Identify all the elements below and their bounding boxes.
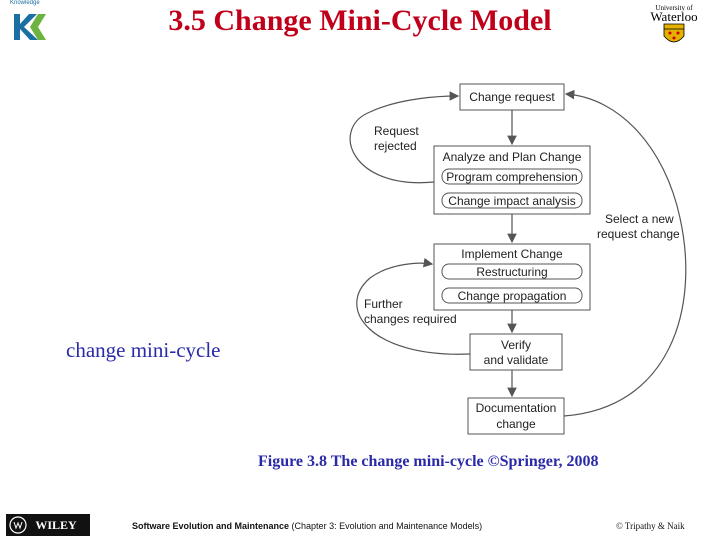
verify-label-line1: Verify <box>501 338 531 352</box>
further-changes-line2: changes required <box>364 312 457 326</box>
footer-book-title: Software Evolution and Maintenance <box>132 521 290 531</box>
footer-book-info: Software Evolution and Maintenance (Chap… <box>132 521 482 531</box>
documentation-change-box: Documentation change <box>467 397 565 435</box>
further-changes-line1: Further <box>364 297 403 311</box>
analyze-plan-label: Analyze and Plan Change <box>443 150 582 164</box>
program-comprehension-pill <box>441 168 583 185</box>
university-waterloo-logo: University of Waterloo <box>650 4 698 43</box>
wiley-logo-text: WILEY <box>35 518 77 532</box>
change-propagation-pill <box>441 287 583 304</box>
change-impact-analysis-pill <box>441 192 583 209</box>
verify-validate-box: Verify and validate <box>469 333 563 371</box>
footer-book-chapter: (Chapter 3: Evolution and Maintenance Mo… <box>291 521 483 531</box>
implement-change-box: Implement Change Restructuring Change pr… <box>433 243 591 311</box>
select-new-line2: request change <box>597 227 680 241</box>
uw-logo-line2: Waterloo <box>650 9 697 24</box>
request-rejected-line1: Request <box>374 124 419 138</box>
change-impact-analysis-label: Change impact analysis <box>448 194 575 208</box>
change-request-box: Change request <box>459 83 565 111</box>
wiley-logo: WILEY <box>6 514 90 536</box>
restructuring-label: Restructuring <box>476 265 547 279</box>
documentation-label-line1: Documentation <box>476 401 557 415</box>
verify-label-line2: and validate <box>484 353 549 367</box>
analyze-plan-box: Analyze and Plan Change Program comprehe… <box>433 145 591 215</box>
loop-further-changes <box>356 257 471 355</box>
change-mini-cycle-diagram: Change request Analyze and Plan Change P… <box>349 83 687 435</box>
footer-bar <box>0 509 720 540</box>
knowledge-logo-label: Knowledge <box>10 0 40 6</box>
change-mini-cycle-label: change mini-cycle <box>66 338 221 362</box>
change-request-label: Change request <box>469 90 555 104</box>
footer-copyright: © Tripathy & Naik <box>616 521 685 531</box>
figure-caption: Figure 3.8 The change mini-cycle ©Spring… <box>258 453 599 470</box>
slide-title: 3.5 Change Mini-Cycle Model <box>168 4 552 37</box>
program-comprehension-label: Program comprehension <box>446 170 577 184</box>
change-propagation-label: Change propagation <box>458 289 567 303</box>
select-new-line1: Select a new <box>605 212 674 226</box>
knowledge-logo <box>11 12 51 42</box>
loop-request-rejected <box>349 91 460 184</box>
restructuring-pill <box>441 263 583 280</box>
implement-change-label: Implement Change <box>461 247 563 261</box>
documentation-label-line2: change <box>496 417 536 431</box>
uw-logo-line1: University of <box>655 4 693 12</box>
loop-select-new-request <box>563 89 687 417</box>
request-rejected-line2: rejected <box>374 139 417 153</box>
